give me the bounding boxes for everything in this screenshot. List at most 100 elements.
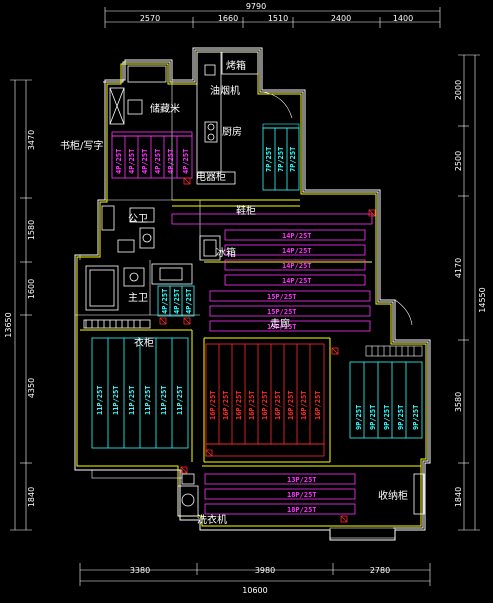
right-top-shelf — [365, 345, 423, 357]
room-label-master-bath: 主卫 — [128, 292, 148, 304]
room-label-storage: 收纳柜 — [378, 489, 408, 502]
bottom-label-2: 18P/25T — [287, 491, 317, 499]
room-label-public-bath: 公卫 — [128, 214, 148, 225]
wardrobe-label-1: 11P/25T — [96, 385, 104, 415]
public-bath-fixtures — [101, 205, 155, 253]
right-dim-4: 3580 — [454, 392, 463, 412]
storage-fixture — [413, 473, 425, 515]
hall-marker — [368, 209, 376, 217]
outer-walls — [74, 47, 431, 541]
bottom-total-dim: 10600 — [242, 586, 267, 595]
hall-label-1: 14P/25T — [282, 232, 312, 240]
bottom-magenta-cabinets — [204, 473, 356, 515]
room-label-range-hood: 油烟机 — [210, 84, 240, 97]
room-label-rice: 储藏米 — [150, 102, 180, 115]
top-dim-4: 2400 — [331, 14, 351, 23]
right-dim-2: 2500 — [454, 151, 463, 171]
right-total-dim: 14550 — [478, 287, 487, 312]
red-label-4: 16P/25T — [248, 390, 256, 420]
master-cyan-label-1: 4P/25T — [161, 289, 169, 314]
right-dim-5: 1840 — [454, 487, 463, 507]
left-dimensions — [10, 79, 32, 531]
room-label-wardrobe: 衣柜 — [134, 336, 154, 349]
room-label-kitchen: 厨房 — [222, 125, 242, 138]
master-cyan-label-2: 4P/25T — [173, 289, 181, 314]
top-total-dim: 9790 — [246, 2, 266, 11]
bottom-dim-1: 3380 — [130, 566, 150, 575]
bottom-dim-3: 2780 — [370, 566, 390, 575]
wardrobe-label-3: 11P/25T — [128, 385, 136, 415]
room-label-shoe-cabinet: 鞋柜 — [236, 204, 256, 217]
wardrobe-label-5: 11P/25T — [160, 385, 168, 415]
red-center-cabinets — [205, 343, 325, 457]
right-cyan-label-5: 9P/25T — [412, 405, 420, 430]
wardrobe-label-2: 11P/25T — [112, 385, 120, 415]
right-dimensions — [458, 54, 480, 531]
desk-label-1: 4P/25T — [115, 149, 123, 174]
red-label-5: 16P/25T — [261, 390, 269, 420]
kitchen-cyan-label-3: 7P/25T — [289, 147, 297, 172]
hall-label-2: 14P/25T — [282, 247, 312, 255]
top-dim-1: 2570 — [140, 14, 160, 23]
red-label-6: 16P/25T — [274, 390, 282, 420]
kitchen-counter — [196, 51, 259, 185]
master-cyan-label-3: 4P/25T — [185, 289, 193, 314]
hall-label-4: 14P/25T — [282, 277, 312, 285]
master-markers — [159, 317, 191, 325]
rice-storage-fixtures — [109, 65, 167, 125]
desk-marker — [183, 177, 191, 185]
hall-label-6: 15P/25T — [267, 308, 297, 316]
room-label-oven: 烤箱 — [226, 59, 246, 72]
red-label-3: 16P/25T — [235, 390, 243, 420]
kitchen-cyan-label-1: 7P/25T — [265, 147, 273, 172]
kitchen-cyan-label-2: 7P/25T — [277, 147, 285, 172]
left-dim-2: 1580 — [27, 220, 36, 240]
bottom-label-1: 13P/25T — [287, 476, 317, 484]
top-dim-2: 1660 — [218, 14, 238, 23]
hall-label-3: 14P/25T — [282, 262, 312, 270]
left-dim-3: 1600 — [27, 279, 36, 299]
kitchen-cyan-top — [262, 123, 300, 129]
right-cyan-label-1: 9P/25T — [355, 405, 363, 430]
right-dim-3: 4170 — [454, 258, 463, 278]
room-label-electric-cabinet: 电器柜 — [196, 170, 226, 183]
left-dim-5: 1840 — [27, 487, 36, 507]
wardrobe-cyan-cabinets — [91, 337, 189, 449]
master-bath-fixtures — [83, 263, 193, 329]
desk-label-3: 4P/25T — [141, 149, 149, 174]
hall-label-7: 15P/25T — [267, 323, 297, 331]
room-label-desk: 书柜/写字 — [60, 139, 103, 152]
bottom-dim-2: 3980 — [255, 566, 275, 575]
top-dim-3: 1510 — [268, 14, 288, 23]
right-cyan-label-3: 9P/25T — [383, 405, 391, 430]
desk-magenta-cabinets — [111, 131, 193, 179]
wall-openings — [75, 80, 413, 539]
room-label-hall: 走廊 — [270, 317, 290, 330]
master-cyan-cabinets — [157, 285, 195, 317]
hall-label-5: 15P/25T — [267, 293, 297, 301]
wardrobe-label-6: 11P/25T — [176, 385, 184, 415]
hall-magenta-cabinets — [209, 229, 371, 332]
red-label-7: 16P/25T — [287, 390, 295, 420]
red-label-9: 16P/25T — [314, 390, 322, 420]
top-dimensions — [104, 7, 441, 28]
left-dim-1: 3470 — [27, 130, 36, 150]
red-label-1: 16P/25T — [209, 390, 217, 420]
desk-label-4: 4P/25T — [154, 149, 162, 174]
left-dim-4: 4350 — [27, 378, 36, 398]
bottom-markers — [180, 466, 348, 523]
bottom-label-3: 18P/25T — [287, 506, 317, 514]
yellow-outline — [76, 51, 427, 527]
right-cyan-label-2: 9P/25T — [369, 405, 377, 430]
left-total-dim: 13650 — [4, 312, 13, 337]
desk-label-5: 4P/25T — [167, 149, 175, 174]
wardrobe-label-4: 11P/25T — [144, 385, 152, 415]
red-label-2: 16P/25T — [222, 390, 230, 420]
bottom-dimensions — [79, 563, 431, 586]
desk-label-2: 4P/25T — [128, 149, 136, 174]
top-dim-5: 1400 — [393, 14, 413, 23]
red-center-markers — [331, 347, 339, 355]
right-dim-1: 2000 — [454, 80, 463, 100]
room-label-laundry: 洗衣机 — [197, 513, 227, 526]
